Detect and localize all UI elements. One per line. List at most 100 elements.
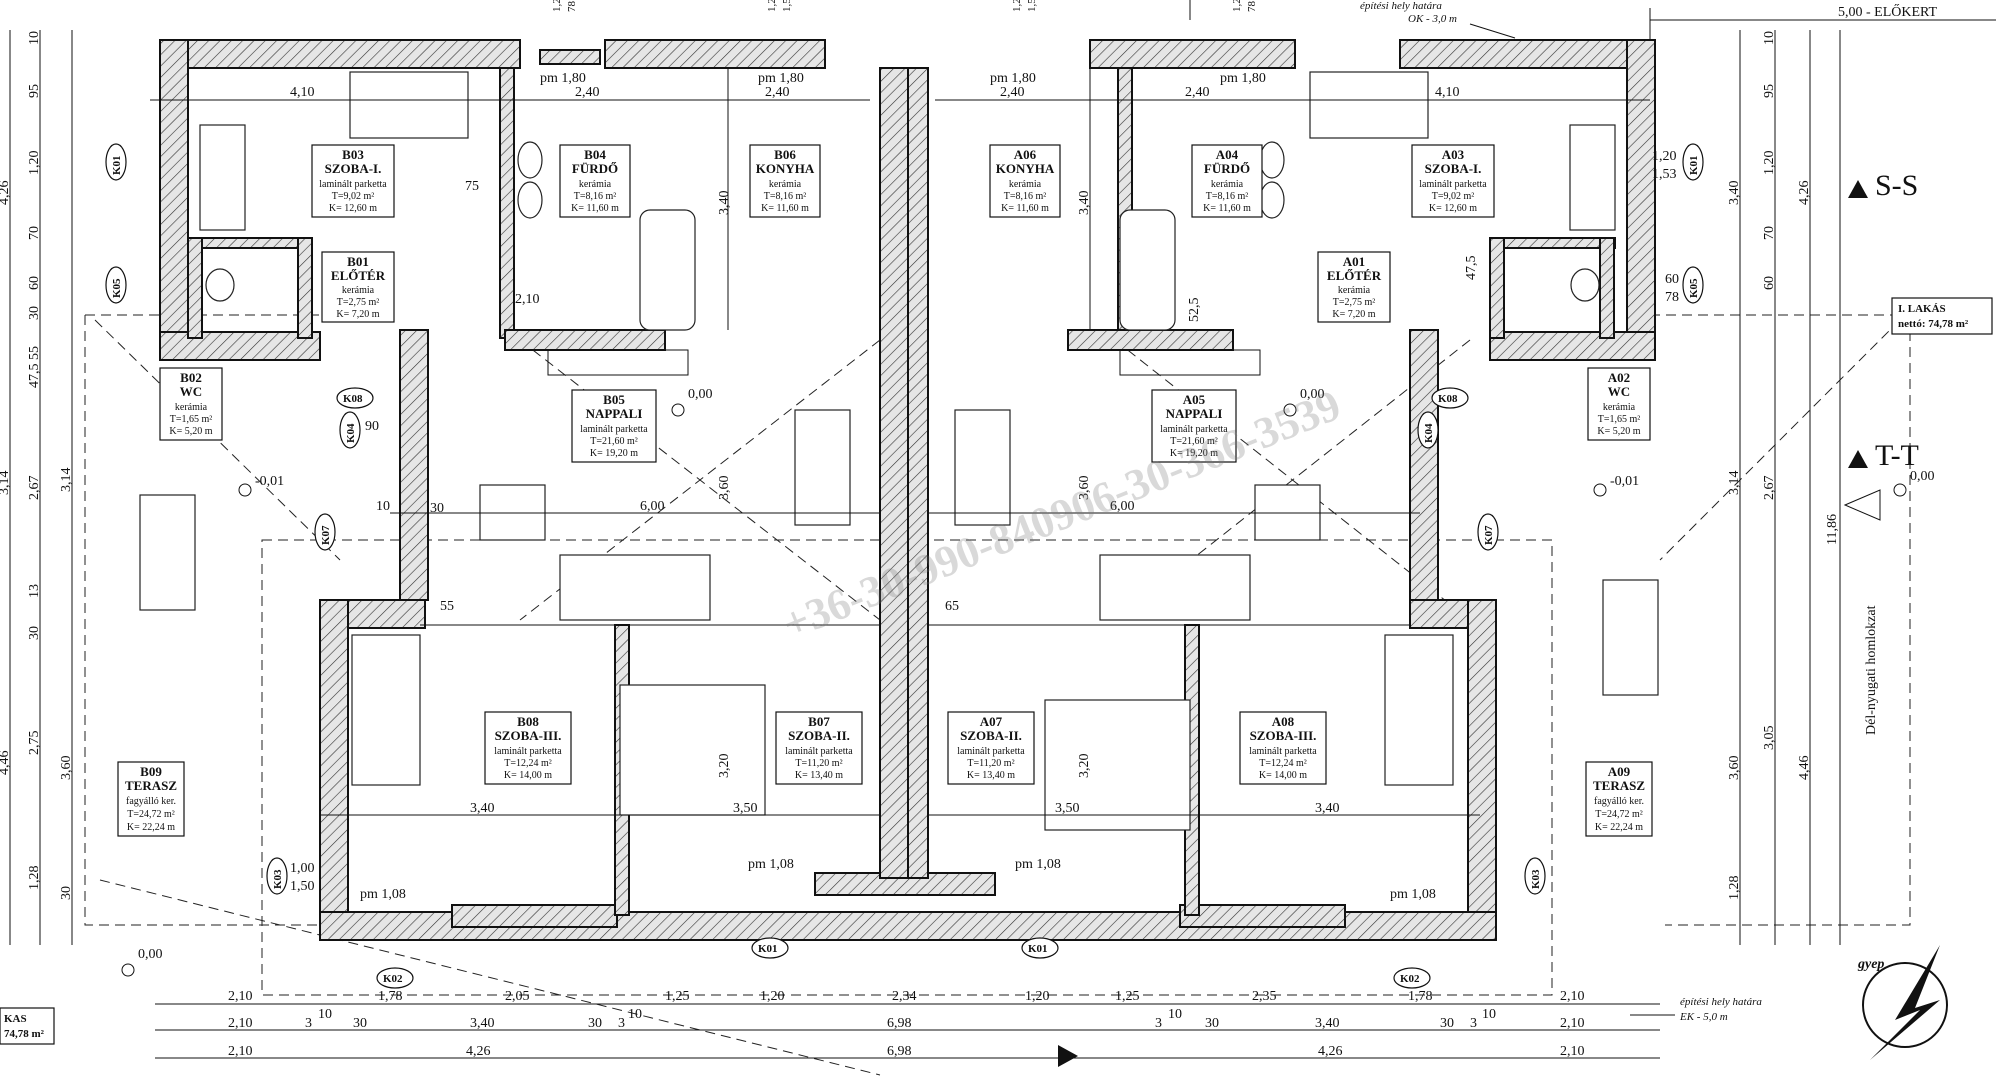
bottom-dim: 2,05 (505, 989, 530, 1004)
left-outer-dim: 4,46 (0, 751, 12, 776)
room-perimeter: K= 11,60 m (1203, 203, 1251, 214)
room-name: NAPPALI (586, 406, 643, 421)
inner-dim: 1,53 (1652, 167, 1677, 182)
right-dim: 3,05 (1762, 726, 1777, 751)
section-triangle-icon (1848, 180, 1868, 198)
ground-label: gyep (1857, 957, 1884, 972)
room-code: A02 (1608, 370, 1630, 385)
room-material: kerámia (1338, 285, 1371, 296)
room-name: ELŐTÉR (1327, 268, 1382, 283)
room-material: kerámia (342, 285, 375, 296)
room-a01: A01 ELŐTÉR kerámia T=2,75 m² K= 7,20 m (1317, 251, 1391, 323)
level-mark: -0,01 (1610, 474, 1639, 489)
top-dim: 1,53 (1026, 0, 1038, 12)
bottom-dimensions: 2,10 1,78 2,05 1,25 1,20 2,34 1,20 1,25 … (155, 989, 1660, 1067)
inner-dim: 1,00 (290, 861, 315, 876)
section-triangle-icon (1848, 450, 1868, 468)
badge-k03: K03 (266, 857, 288, 895)
inner-dim: 78 (1665, 290, 1679, 305)
room-code: B04 (584, 147, 606, 162)
room-a04: A04 FÜRDŐ kerámia T=8,16 m² K= 11,60 m (1191, 144, 1263, 218)
room-code: A08 (1272, 714, 1295, 729)
badge-label: K02 (1400, 973, 1420, 985)
badge-k08: K08 (336, 387, 374, 409)
bottom-boundary: építési hely határa EK - 5,0 m (1630, 996, 1762, 1023)
boundary-bottom-label: építési hely határa (1680, 996, 1762, 1008)
left-dim: 1,20 (27, 151, 42, 176)
badge-label: K07 (320, 525, 332, 545)
inner-dim: 75 (465, 179, 479, 194)
badge-label: K05 (111, 278, 123, 298)
room-b02: B02 WC kerámia T=1,65 m² K= 5,20 m (159, 367, 223, 441)
room-b08: B08 SZOBA-III. laminált parketta T=12,24… (484, 711, 572, 785)
bottom-dim: 1,78 (1408, 989, 1433, 1004)
room-a09: A09 TERASZ fagyálló ker. T=24,72 m² K= 2… (1585, 761, 1653, 837)
room-area: T=9,02 m² (1432, 191, 1475, 202)
room-name: FÜRDŐ (1204, 161, 1250, 176)
room-perimeter: K= 7,20 m (336, 309, 379, 320)
exterior-walls (159, 39, 1656, 941)
room-area: T=8,16 m² (764, 191, 807, 202)
room-code: A09 (1608, 764, 1631, 779)
room-material: kerámia (1211, 179, 1244, 190)
room-name: TERASZ (125, 778, 177, 793)
room-perimeter: K= 19,20 m (590, 448, 638, 459)
inner-dim: 52,5 (1187, 298, 1202, 323)
inner-dim: 3,40 (1315, 801, 1340, 816)
badge-k01: K01 (751, 937, 789, 959)
room-name: KONYHA (996, 161, 1055, 176)
room-name: SZOBA-II. (788, 728, 850, 743)
left-outer-dim: 3,14 (0, 471, 12, 496)
bottom-dim: 10 (318, 1007, 332, 1022)
room-perimeter: K= 14,00 m (504, 770, 552, 781)
badge-label: K01 (111, 155, 123, 175)
left-dim: 2,75 (27, 731, 42, 756)
furniture (139, 71, 1659, 831)
right-outer-dim: 4,26 (1797, 181, 1812, 206)
room-name: TERASZ (1593, 778, 1645, 793)
inner-dim: 3,40 (717, 191, 732, 216)
top-dim: 1,20 (1231, 0, 1243, 12)
section-markers: S-S T-T I. LAKÁS nettó: 74,78 m² KAS 74,… (0, 169, 1993, 1045)
room-code: A06 (1014, 147, 1037, 162)
bottom-row-3: 2,10 4,26 6,98 4,26 2,10 (228, 1044, 1585, 1059)
inner-dim: pm 1,08 (360, 887, 406, 902)
room-code: B09 (140, 764, 162, 779)
room-name: FÜRDŐ (572, 161, 618, 176)
room-perimeter: K= 12,60 m (1429, 203, 1477, 214)
inner-dim: 1,20 (1652, 149, 1677, 164)
inner-dim: 4,10 (1435, 85, 1460, 100)
bottom-dim: 1,25 (665, 989, 690, 1004)
room-code: A04 (1216, 147, 1239, 162)
bottom-dim: 2,34 (892, 989, 917, 1004)
badge-k05: K05 (1682, 266, 1704, 304)
bottom-dim: 4,26 (466, 1044, 491, 1059)
room-material: kerámia (769, 179, 802, 190)
room-b01: B01 ELŐTÉR kerámia T=2,75 m² K= 7,20 m (321, 251, 395, 323)
inner-dim: 2,10 (515, 292, 540, 307)
bottom-dim: 30 (588, 1016, 602, 1031)
bottom-dim: 3 (618, 1016, 625, 1031)
left-dim: 30 (27, 626, 42, 640)
bottom-dim: 10 (1482, 1007, 1496, 1022)
right-outer-dim: 11,86 (1825, 514, 1840, 545)
room-area: T=8,16 m² (574, 191, 617, 202)
inner-dim: 6,00 (640, 499, 665, 514)
room-area: T=12,24 m² (1259, 758, 1307, 769)
badge-k01: K01 (1021, 937, 1059, 959)
room-material: laminált parketta (957, 746, 1025, 757)
badge-label: K03 (1530, 869, 1542, 889)
inner-dim: 3,40 (1077, 191, 1092, 216)
top-dim: 1,20 (1011, 0, 1023, 12)
inner-dim: 90 (365, 419, 379, 434)
room-a05: A05 NAPPALI laminált parketta T=21,60 m²… (1151, 389, 1237, 463)
right-dim: 60 (1762, 276, 1777, 290)
badge-label: K01 (758, 943, 778, 955)
badge-k08: K08 (1431, 387, 1469, 409)
room-name: SZOBA-II. (960, 728, 1022, 743)
top-dim: 1,20 (766, 0, 778, 12)
inner-dim: 2,40 (765, 85, 790, 100)
room-perimeter: K= 22,24 m (1595, 822, 1643, 833)
facade-label: Dél-nyugati homlokzat (1864, 605, 1879, 735)
inner-dim: 65 (945, 599, 959, 614)
